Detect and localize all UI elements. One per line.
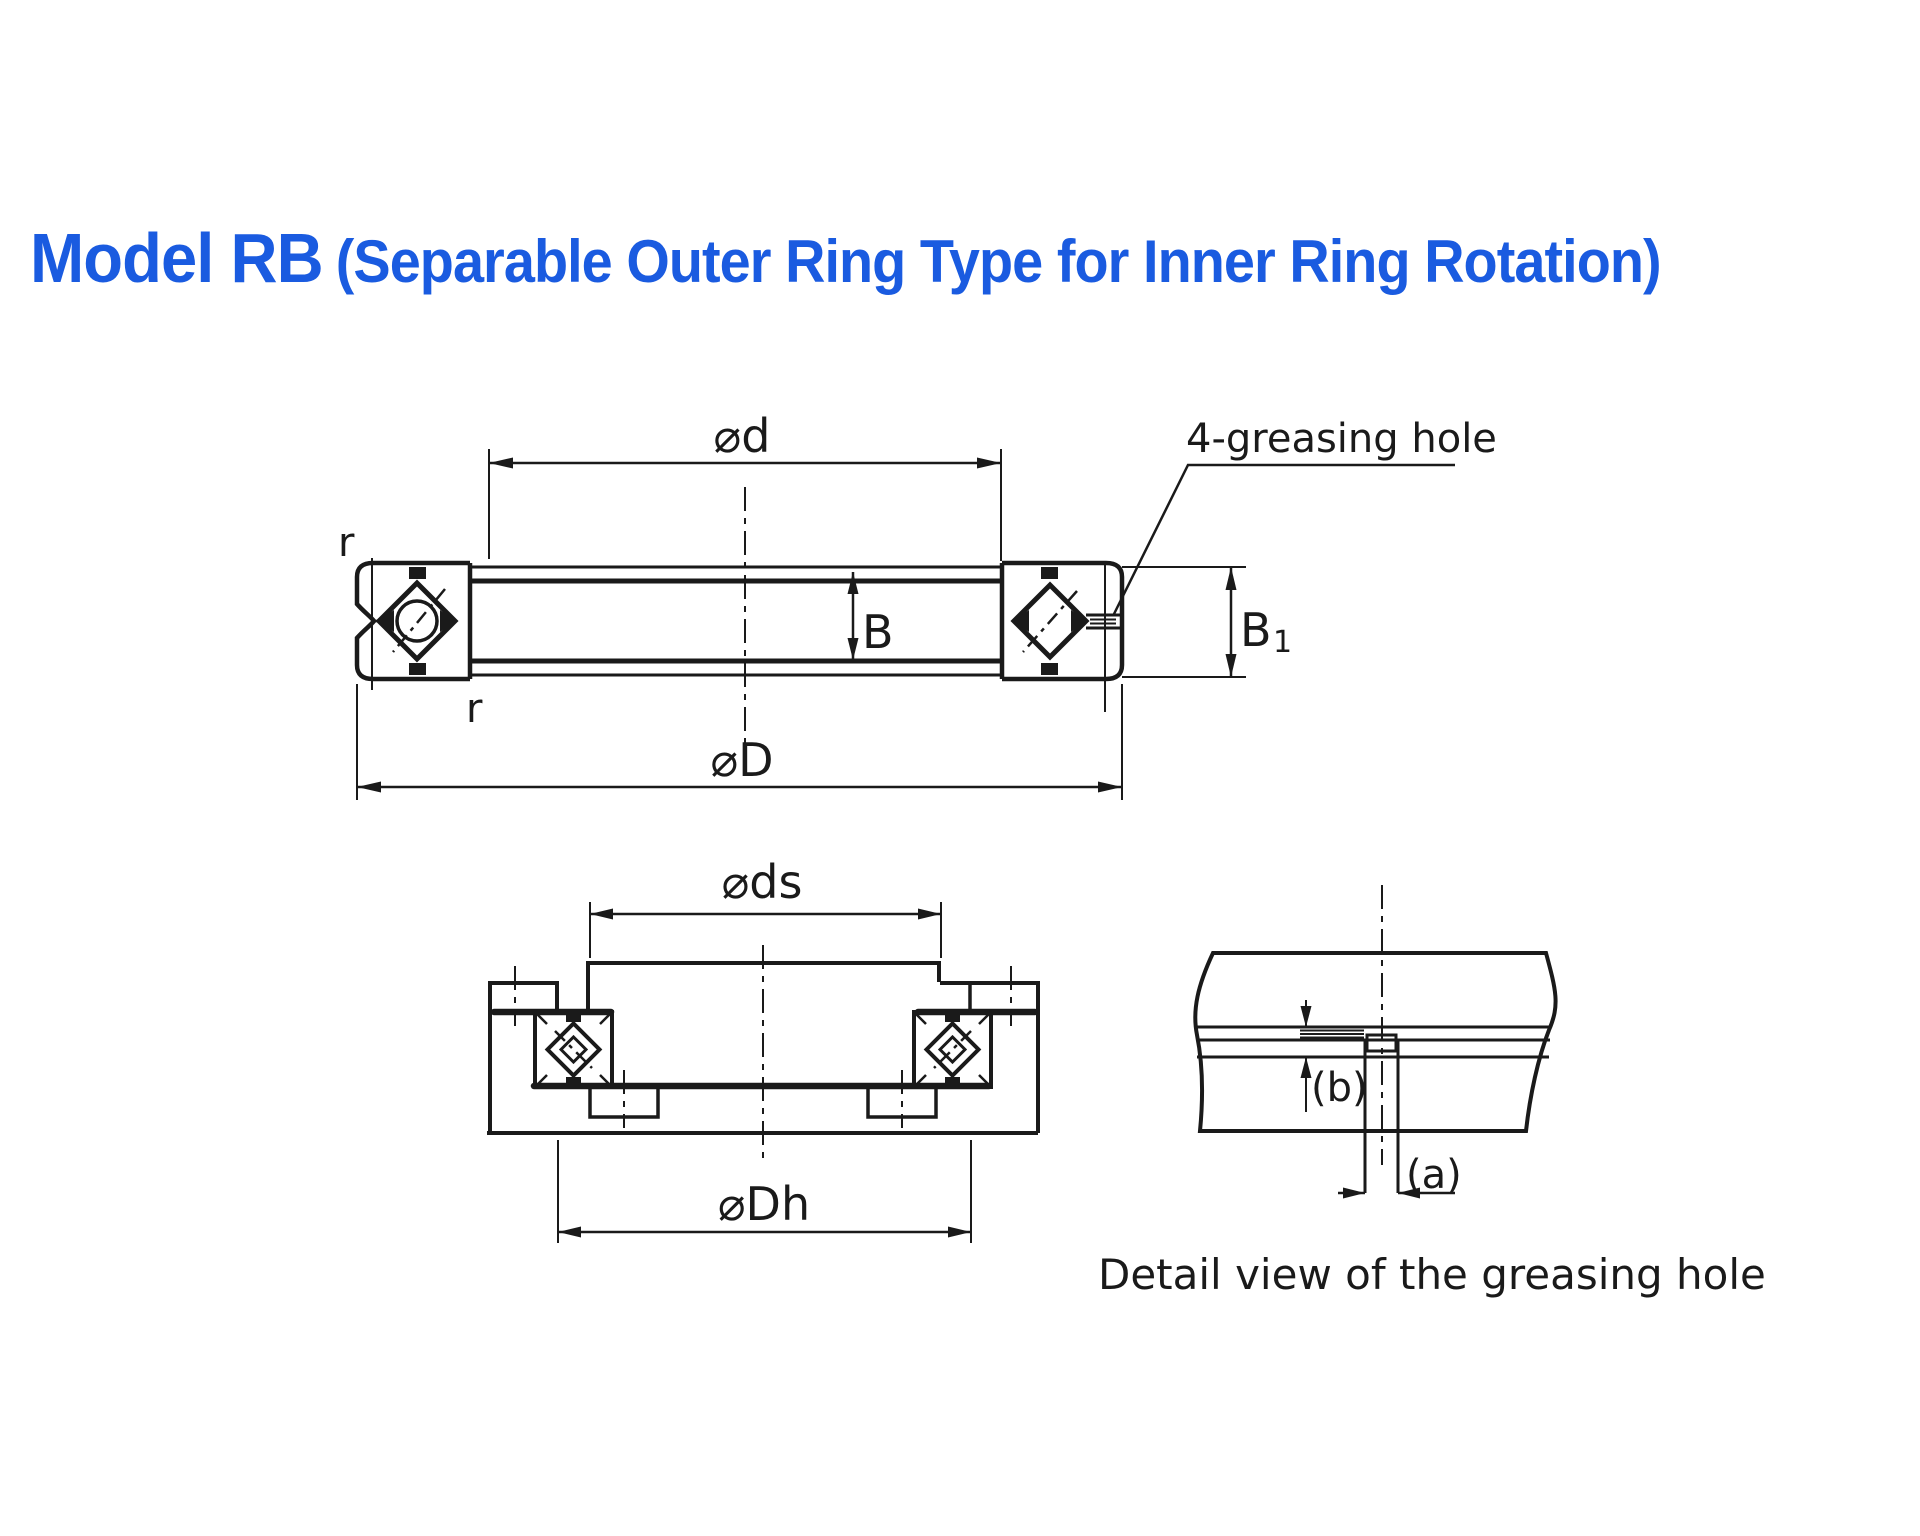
greasing-hole-callout: 4-greasing hole [1111,416,1497,617]
title-model-name: Model RB [30,219,324,297]
grease-groove-hatch [1300,1029,1364,1039]
bearing-section-view: ⌀d ⌀D B [338,409,1497,800]
dim-hole-width: (a) [1338,1152,1462,1199]
label-groove-depth: (b) [1311,1065,1368,1111]
dim-housing-seat-diameter: ⌀Dh [557,1140,972,1243]
title-subtitle: (Separable Outer Ring Type for Inner Rin… [335,228,1662,295]
outer-ring-broken-section [1193,951,1558,1133]
dim-bore-diameter: ⌀d [488,409,1002,561]
label-outer-ring-width: B [1240,603,1272,657]
detail-view-caption: Detail view of the greasing hole [1098,1250,1766,1299]
housing [487,981,1040,1135]
dim-groove-depth: (b) [1300,1000,1368,1112]
outer-ring-left-section [354,560,473,682]
bearing-block-left [533,1010,614,1089]
inner-ring-section [470,565,1002,677]
label-bore-diameter: ⌀d [714,409,771,463]
page-title: Model RB(Separable Outer Ring Type for I… [30,218,1662,298]
dim-shaft-seat-diameter: ⌀ds [589,855,942,958]
label-greasing-hole: 4-greasing hole [1186,416,1497,462]
label-housing-seat-diameter: ⌀Dh [718,1177,810,1231]
label-hole-width: (a) [1406,1152,1462,1198]
bearing-block-right [912,1010,993,1089]
dim-outer-diameter: ⌀D [356,684,1123,800]
dim-outer-ring-width: B 1 [1122,566,1292,678]
greasing-hole-detail-view: (b) (a) Detail view of the greasing hole [1098,885,1766,1299]
label-shaft-seat-diameter: ⌀ds [722,855,803,909]
label-chamfer-top: r [338,520,355,566]
mounted-assembly-view: ⌀ds ⌀Dh [487,855,1040,1243]
label-inner-ring-width: B [862,605,894,659]
dim-inner-ring-width: B [847,572,894,660]
label-outer-ring-width-subscript: 1 [1273,625,1292,660]
label-chamfer-bottom: r [466,686,483,732]
label-outer-diameter: ⌀D [710,733,773,787]
outer-ring-right-section [999,560,1125,712]
upper-plate [586,961,941,1010]
